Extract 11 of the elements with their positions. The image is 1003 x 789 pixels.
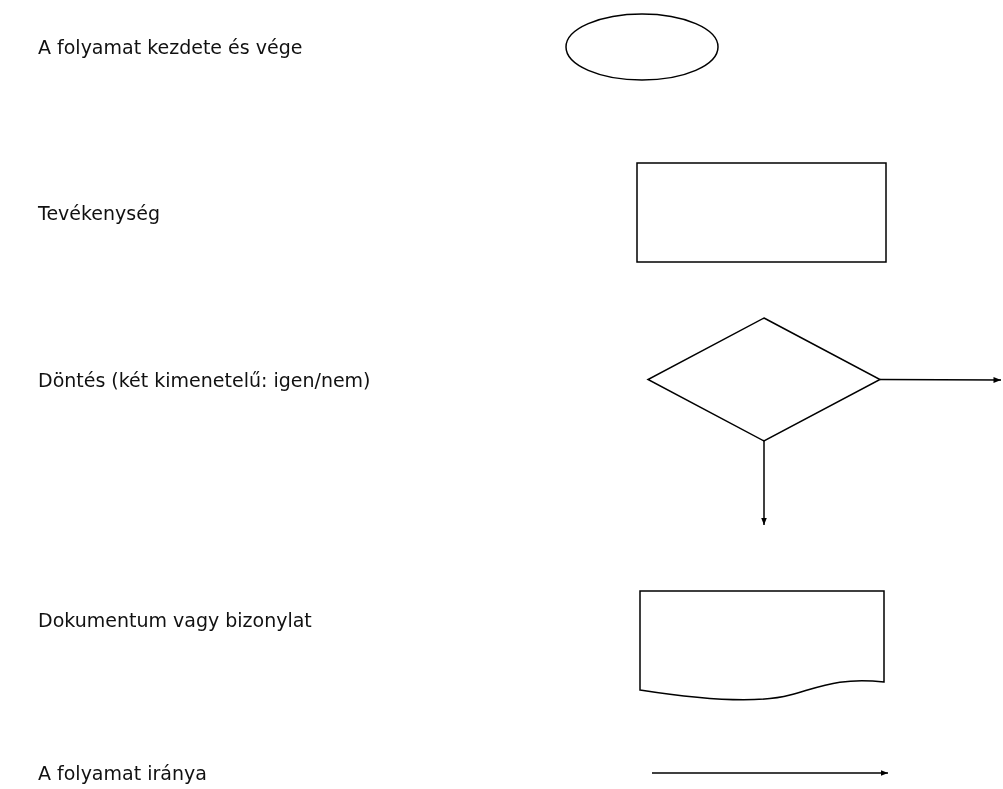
legend-label: A folyamat iránya — [38, 762, 207, 784]
terminator-ellipse — [565, 13, 719, 81]
process-box — [636, 162, 887, 263]
decision-diamond — [646, 317, 882, 442]
arrow — [879, 376, 1002, 383]
legend-label: A folyamat kezdete és vége — [38, 36, 303, 58]
legend-label: Tevékenység — [38, 202, 160, 224]
legend-label: Dokumentum vagy bizonylat — [38, 609, 312, 631]
legend-label: Döntés (két kimenetelű: igen/nem) — [38, 369, 371, 391]
document-shape — [639, 590, 885, 701]
arrow — [761, 440, 767, 526]
